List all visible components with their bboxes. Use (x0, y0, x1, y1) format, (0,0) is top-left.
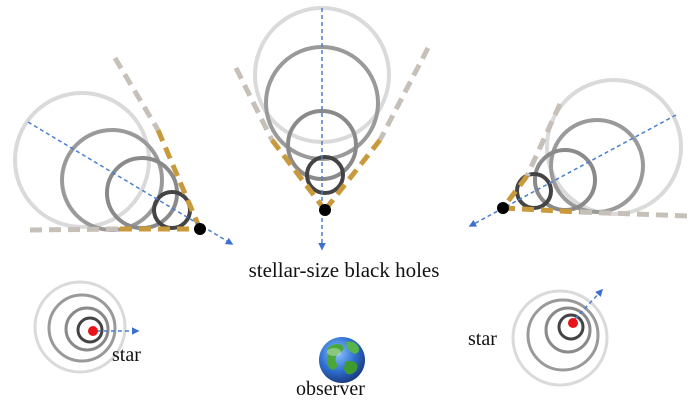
left-cone-upper-outer (112, 56, 161, 132)
earth-globe-icon (319, 337, 365, 383)
left-jet (13, 56, 234, 245)
left-cone-upper (155, 129, 203, 230)
right-star-ring-3 (544, 306, 592, 354)
right-ring-2 (549, 118, 645, 214)
left-black-hole (194, 223, 206, 235)
center-cone-right (323, 138, 382, 212)
right-star-label: star (468, 328, 497, 350)
right-cone-lower (502, 205, 581, 215)
left-star-dot (88, 326, 98, 336)
left-star-group (33, 280, 140, 374)
right-star-dot (568, 318, 578, 328)
center-jet (233, 6, 431, 251)
observer-label: observer (296, 378, 365, 400)
right-cone-upper-outer (524, 102, 563, 178)
center-cone-left-outer (233, 66, 275, 142)
right-star-ring-4 (557, 313, 585, 341)
center-ring-4 (305, 155, 345, 195)
left-star-ring-3 (64, 306, 110, 352)
left-star-label: star (112, 344, 141, 366)
left-cone-lower-outer (29, 226, 121, 233)
right-ring-1 (545, 78, 683, 216)
black-holes-label: stellar-size black holes (248, 258, 440, 282)
right-black-hole (497, 202, 509, 214)
center-cone-right-outer (377, 46, 431, 142)
right-jet (468, 78, 688, 227)
right-star-ring-2 (526, 298, 600, 372)
left-star-ring-4 (76, 316, 104, 344)
right-cone-upper (501, 174, 529, 210)
left-star-ring-2 (47, 293, 117, 363)
center-cone-left (270, 138, 327, 212)
right-star-group (511, 288, 609, 387)
center-black-hole (319, 204, 331, 216)
left-star-ring-1 (33, 280, 127, 374)
right-star-ring-1 (511, 289, 609, 387)
